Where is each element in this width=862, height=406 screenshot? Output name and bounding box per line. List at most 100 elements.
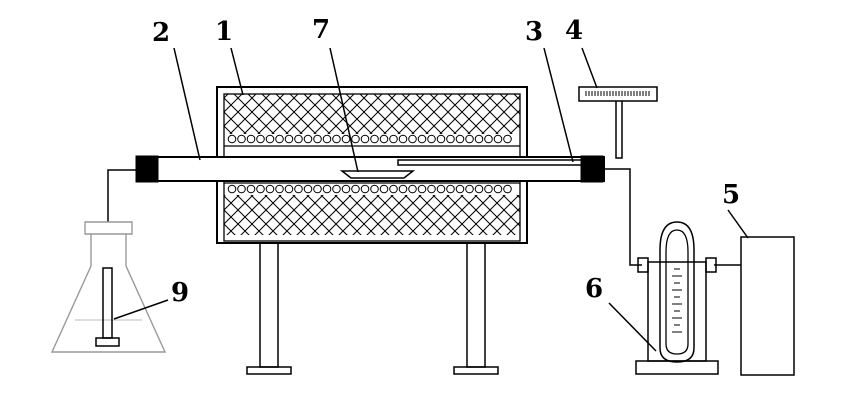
insulation-top [224, 94, 520, 134]
heating-coil-loop [398, 184, 408, 194]
heating-coil-loop [455, 184, 465, 194]
callout-2: 2 [152, 18, 170, 48]
callout-5: 5 [722, 180, 740, 210]
heating-coil-loop [341, 184, 351, 194]
heating-coil-top [227, 134, 512, 144]
heating-coil-loop [265, 134, 275, 144]
heating-coil-loop [446, 134, 455, 144]
tube-seal-left [135, 155, 159, 183]
leader-7 [329, 47, 359, 173]
quartz-tube-body [137, 156, 605, 182]
heating-coil-loop [313, 134, 322, 144]
quartz-tube [135, 155, 605, 183]
leader-6 [608, 302, 657, 352]
callout-4: 4 [565, 16, 583, 46]
heating-coil-loop [256, 134, 265, 144]
heating-coil-loop [484, 184, 493, 194]
leader-2 [173, 47, 201, 161]
heating-coil-loop [408, 134, 417, 144]
heating-coil-loop [303, 134, 313, 144]
heating-coil-loop [303, 184, 313, 194]
temperature-controller [578, 86, 658, 159]
flowmeter-scale [672, 261, 682, 333]
heating-coil-loop [503, 184, 512, 194]
heating-coil-loop [351, 134, 360, 144]
heating-coil-loop [465, 184, 474, 194]
callout-7: 7 [312, 15, 330, 45]
heating-coil-loop [398, 134, 408, 144]
heating-coil-loop [360, 134, 370, 144]
sample-boat [339, 170, 416, 179]
tube-seal-right [580, 155, 604, 183]
heating-coil-loop [436, 184, 446, 194]
flowmeter-fitting-right [705, 257, 717, 273]
heating-coil-loop [379, 134, 389, 144]
furnace-leg-left [246, 242, 292, 375]
heating-coil-loop [427, 134, 436, 144]
gas-cylinder [740, 236, 795, 376]
heating-coil-loop [465, 134, 474, 144]
heating-coil-loop [332, 184, 341, 194]
flask-body [50, 221, 167, 353]
heating-coil-loop [237, 184, 246, 194]
heating-coil-loop [503, 134, 512, 144]
heating-coil-loop [446, 184, 455, 194]
heating-coil-loop [256, 184, 265, 194]
flowmeter-fitting-left [637, 257, 649, 273]
heating-coil-loop [294, 184, 303, 194]
heating-coil-loop [313, 184, 322, 194]
controller-display [578, 86, 658, 102]
leader-5 [727, 209, 749, 239]
heating-coil-loop [484, 134, 493, 144]
insulation-bottom [224, 195, 520, 235]
heating-coil-loop [417, 134, 427, 144]
heating-coil-loop [275, 134, 284, 144]
heating-coil-loop [341, 134, 351, 144]
leader-3 [543, 47, 574, 163]
gas-line-inlet [604, 168, 642, 266]
heating-coil-loop [294, 134, 303, 144]
heating-coil-loop [284, 134, 294, 144]
controller-stand [615, 101, 623, 159]
heating-coil-loop [417, 184, 427, 194]
heating-coil-loop [246, 134, 256, 144]
flowmeter-inner-tube [665, 229, 689, 355]
leader-1 [230, 47, 244, 96]
furnace-leg-right [453, 242, 499, 375]
heating-coil-loop [379, 184, 389, 194]
heating-coil-loop [408, 184, 417, 194]
heating-coil-loop [493, 134, 503, 144]
heating-coil-loop [227, 134, 237, 144]
heating-coil-loop [265, 184, 275, 194]
tube-furnace [216, 86, 528, 375]
heating-coil-loop [493, 184, 503, 194]
heating-coil-loop [436, 134, 446, 144]
heating-coil-loop [389, 134, 398, 144]
heating-coil-loop [389, 184, 398, 194]
heating-coil-loop [284, 184, 294, 194]
heating-coil-loop [237, 134, 246, 144]
heating-coil-loop [455, 134, 465, 144]
callout-6: 6 [585, 274, 603, 304]
callout-3: 3 [525, 17, 543, 47]
controller-scale [585, 91, 650, 96]
leader-lines [113, 47, 749, 352]
heating-coil-loop [427, 184, 436, 194]
flowmeter-base [635, 360, 719, 375]
heating-coil-loop [246, 184, 256, 194]
callout-9: 9 [171, 278, 189, 308]
heating-coil-loop [474, 134, 484, 144]
heating-coil-loop [227, 184, 237, 194]
leader-4 [581, 47, 598, 89]
leader-9 [113, 299, 169, 320]
heating-coil-loop [360, 184, 370, 194]
heating-coil-bottom [227, 184, 512, 194]
flowmeter [635, 221, 719, 375]
heating-coil-loop [370, 134, 379, 144]
thermocouple [397, 159, 595, 166]
heating-coil-loop [474, 184, 484, 194]
conical-flask [50, 221, 167, 353]
heating-coil-loop [322, 184, 332, 194]
